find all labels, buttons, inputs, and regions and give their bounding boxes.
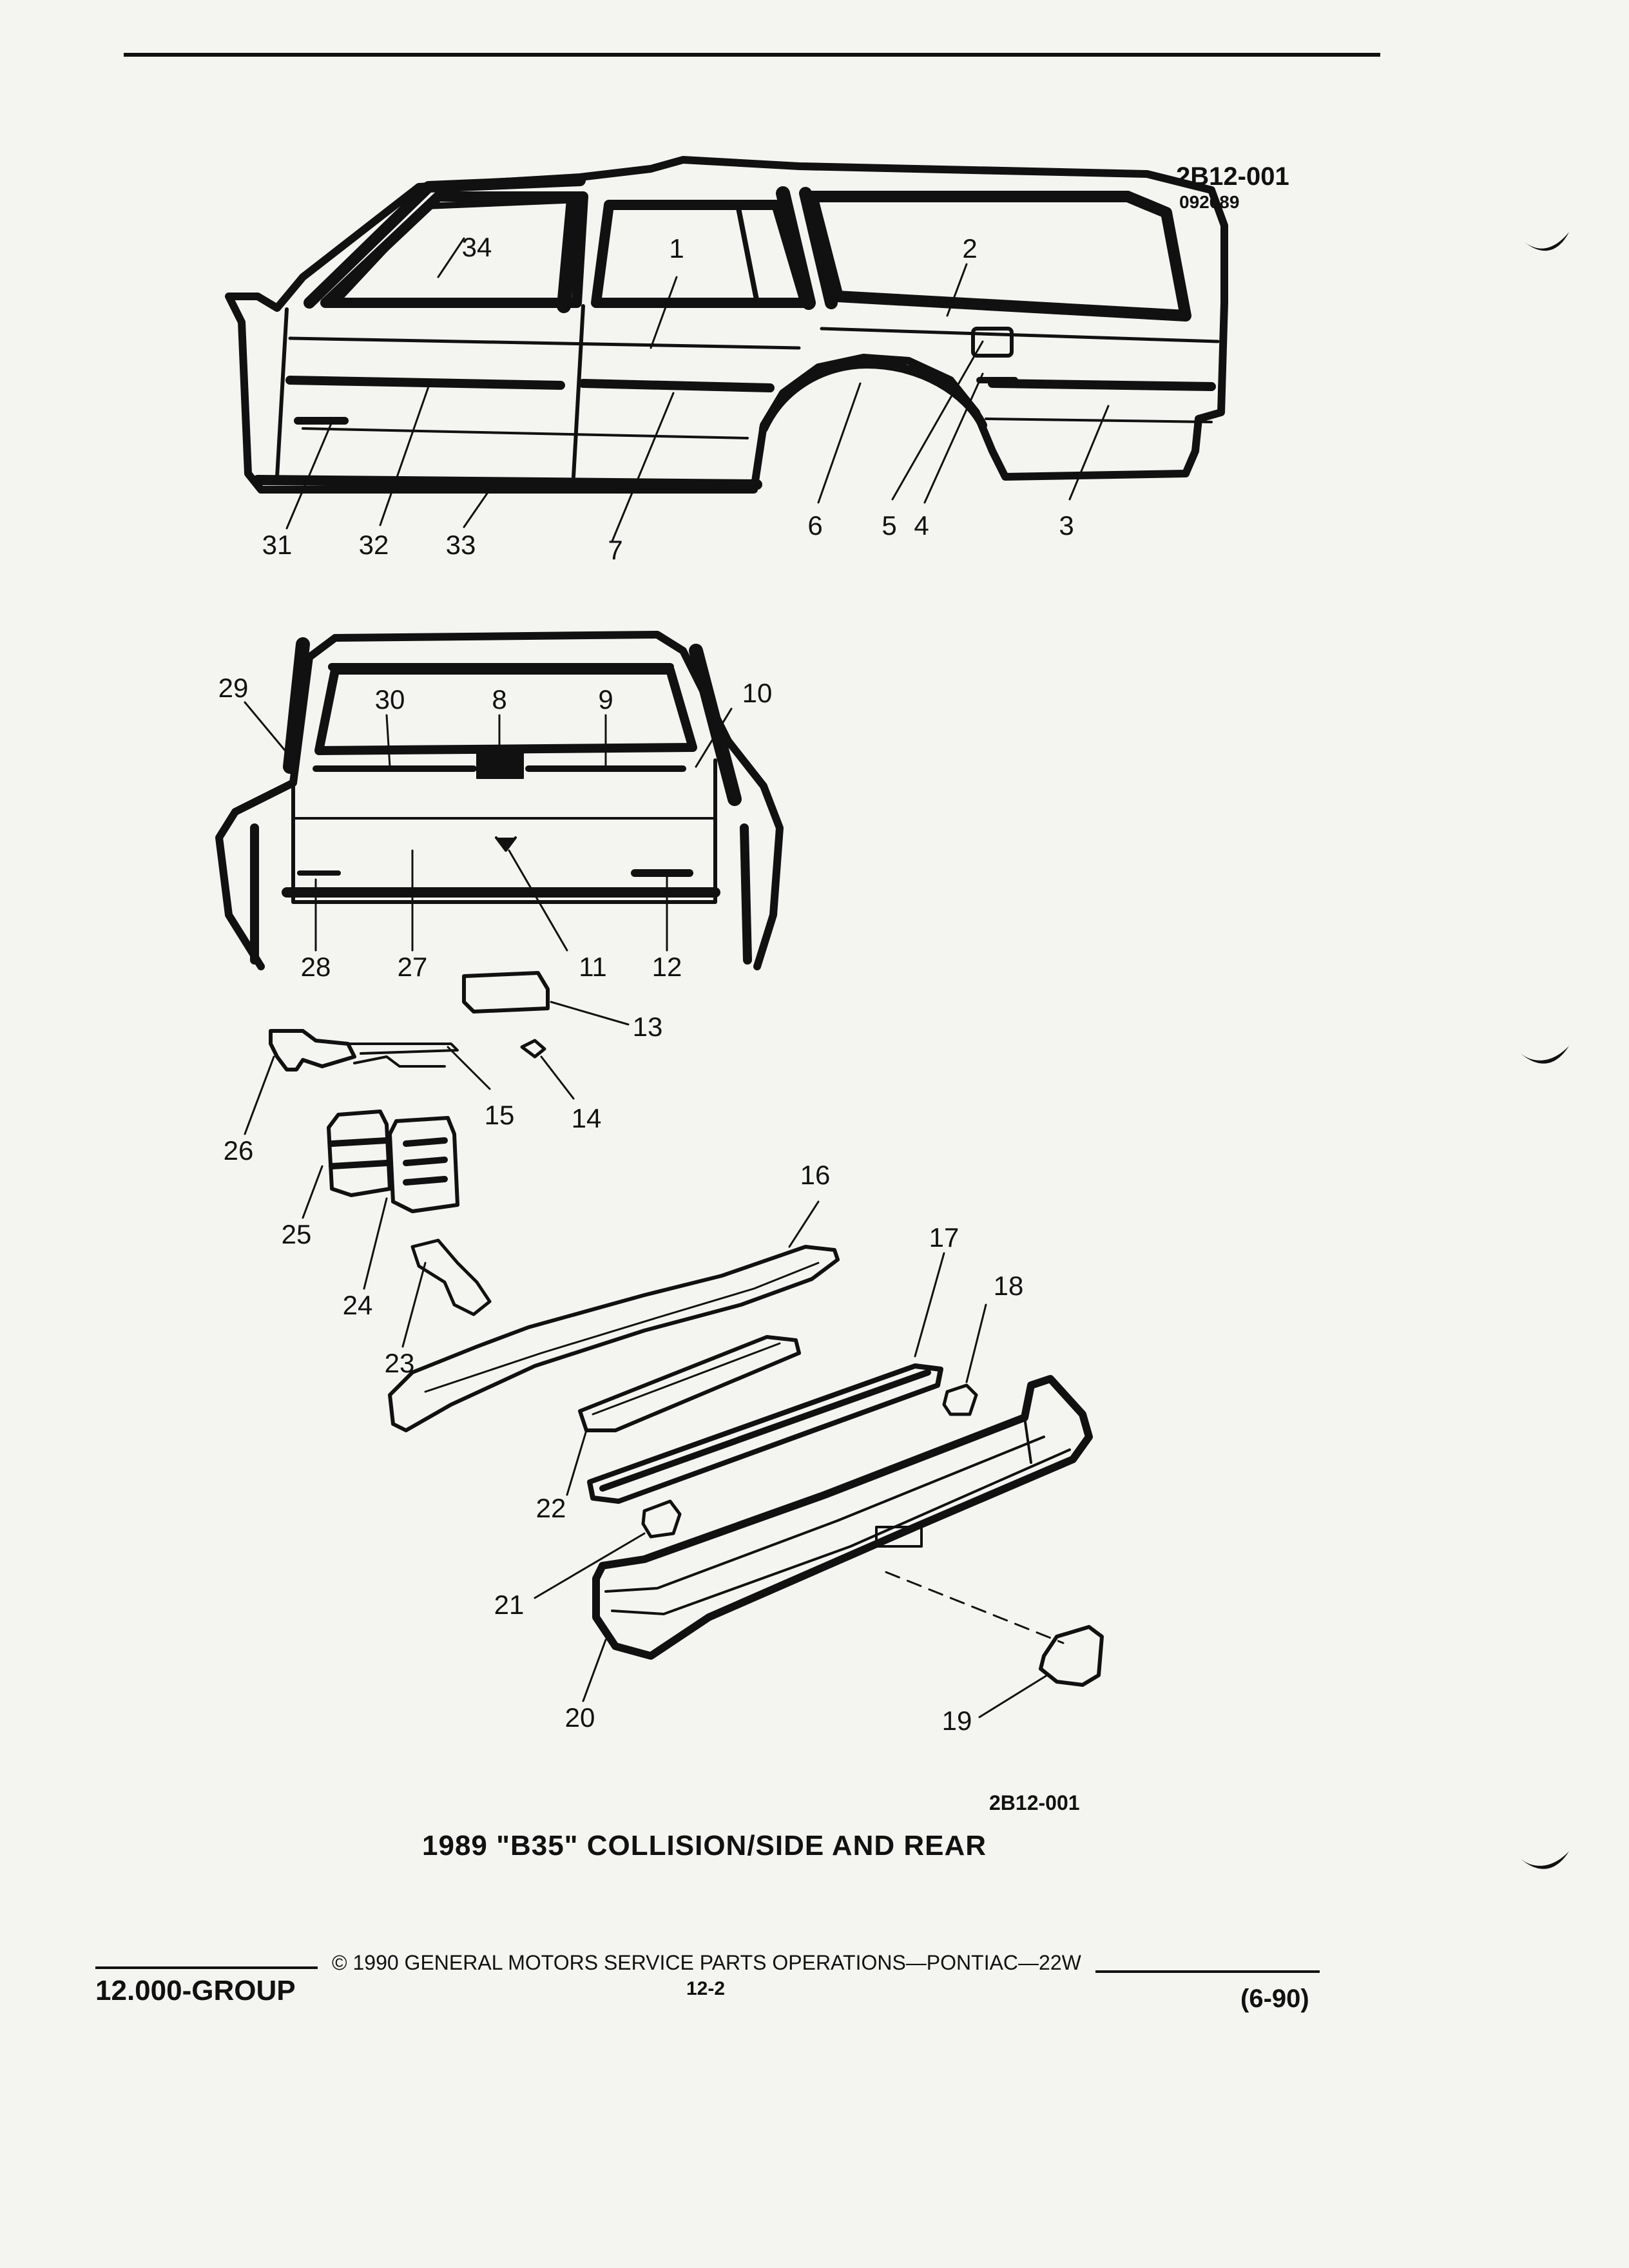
binder-mark-bottom xyxy=(1521,1851,1569,1869)
callout-28: 28 xyxy=(301,952,331,982)
callout-29: 29 xyxy=(218,673,249,703)
callout-33: 33 xyxy=(446,530,476,560)
footer-edition: (6-90) xyxy=(1240,1984,1309,2013)
footer-copyright: © 1990 GENERAL MOTORS SERVICE PARTS OPER… xyxy=(332,1951,1081,1974)
callout-4: 4 xyxy=(914,510,929,541)
callout-18: 18 xyxy=(994,1271,1024,1301)
callout-20: 20 xyxy=(565,1702,595,1733)
callout-23: 23 xyxy=(385,1348,415,1378)
callout-3: 3 xyxy=(1059,510,1074,541)
callout-1: 1 xyxy=(669,233,684,264)
callout-32: 32 xyxy=(359,530,389,560)
binder-mark-middle xyxy=(1521,1046,1569,1064)
rear-view-wagon xyxy=(215,631,784,970)
exploded-parts xyxy=(244,971,1104,1718)
drawing-date-code: 092689 xyxy=(1179,192,1240,212)
diagram-caption: 1989 "B35" COLLISION/SIDE AND REAR xyxy=(422,1830,987,1861)
callout-19: 19 xyxy=(942,1706,972,1736)
footer-group: 12.000-GROUP xyxy=(95,1975,296,2006)
callout-17: 17 xyxy=(929,1222,959,1253)
callout-11: 11 xyxy=(579,952,607,982)
callout-30: 30 xyxy=(375,684,405,715)
callout-8: 8 xyxy=(492,684,506,715)
callout-26: 26 xyxy=(224,1135,254,1166)
side-view-wagon xyxy=(225,156,1228,543)
binder-mark-top xyxy=(1524,232,1569,251)
callout-2: 2 xyxy=(962,233,977,264)
callout-12: 12 xyxy=(652,952,682,982)
callout-21: 21 xyxy=(494,1590,525,1620)
callout-7: 7 xyxy=(608,535,622,565)
callout-15: 15 xyxy=(485,1100,515,1130)
callout-13: 13 xyxy=(633,1012,663,1042)
callout-27: 27 xyxy=(398,952,428,982)
callout-14: 14 xyxy=(572,1103,602,1133)
callout-16: 16 xyxy=(800,1160,831,1190)
callout-9: 9 xyxy=(598,684,613,715)
callout-5: 5 xyxy=(882,510,896,541)
caption-ref-code: 2B12-001 xyxy=(989,1791,1080,1814)
footer-page-number: 12-2 xyxy=(686,1978,726,1999)
callout-10: 10 xyxy=(742,678,773,708)
callout-34: 34 xyxy=(462,232,492,262)
callout-25: 25 xyxy=(282,1219,312,1249)
top-rule xyxy=(124,53,1380,57)
callout-24: 24 xyxy=(343,1290,373,1320)
callout-22: 22 xyxy=(536,1493,566,1523)
drawing-ref-code: 2B12-001 xyxy=(1176,162,1289,191)
footer-rule-right xyxy=(1095,1970,1320,1973)
callout-labels: 1 2 3 4 5 6 7 8 9 10 11 12 13 14 15 16 1… xyxy=(218,232,1074,1736)
callout-6: 6 xyxy=(807,510,822,541)
callout-31: 31 xyxy=(262,530,293,560)
footer-rule-left xyxy=(95,1966,318,1969)
